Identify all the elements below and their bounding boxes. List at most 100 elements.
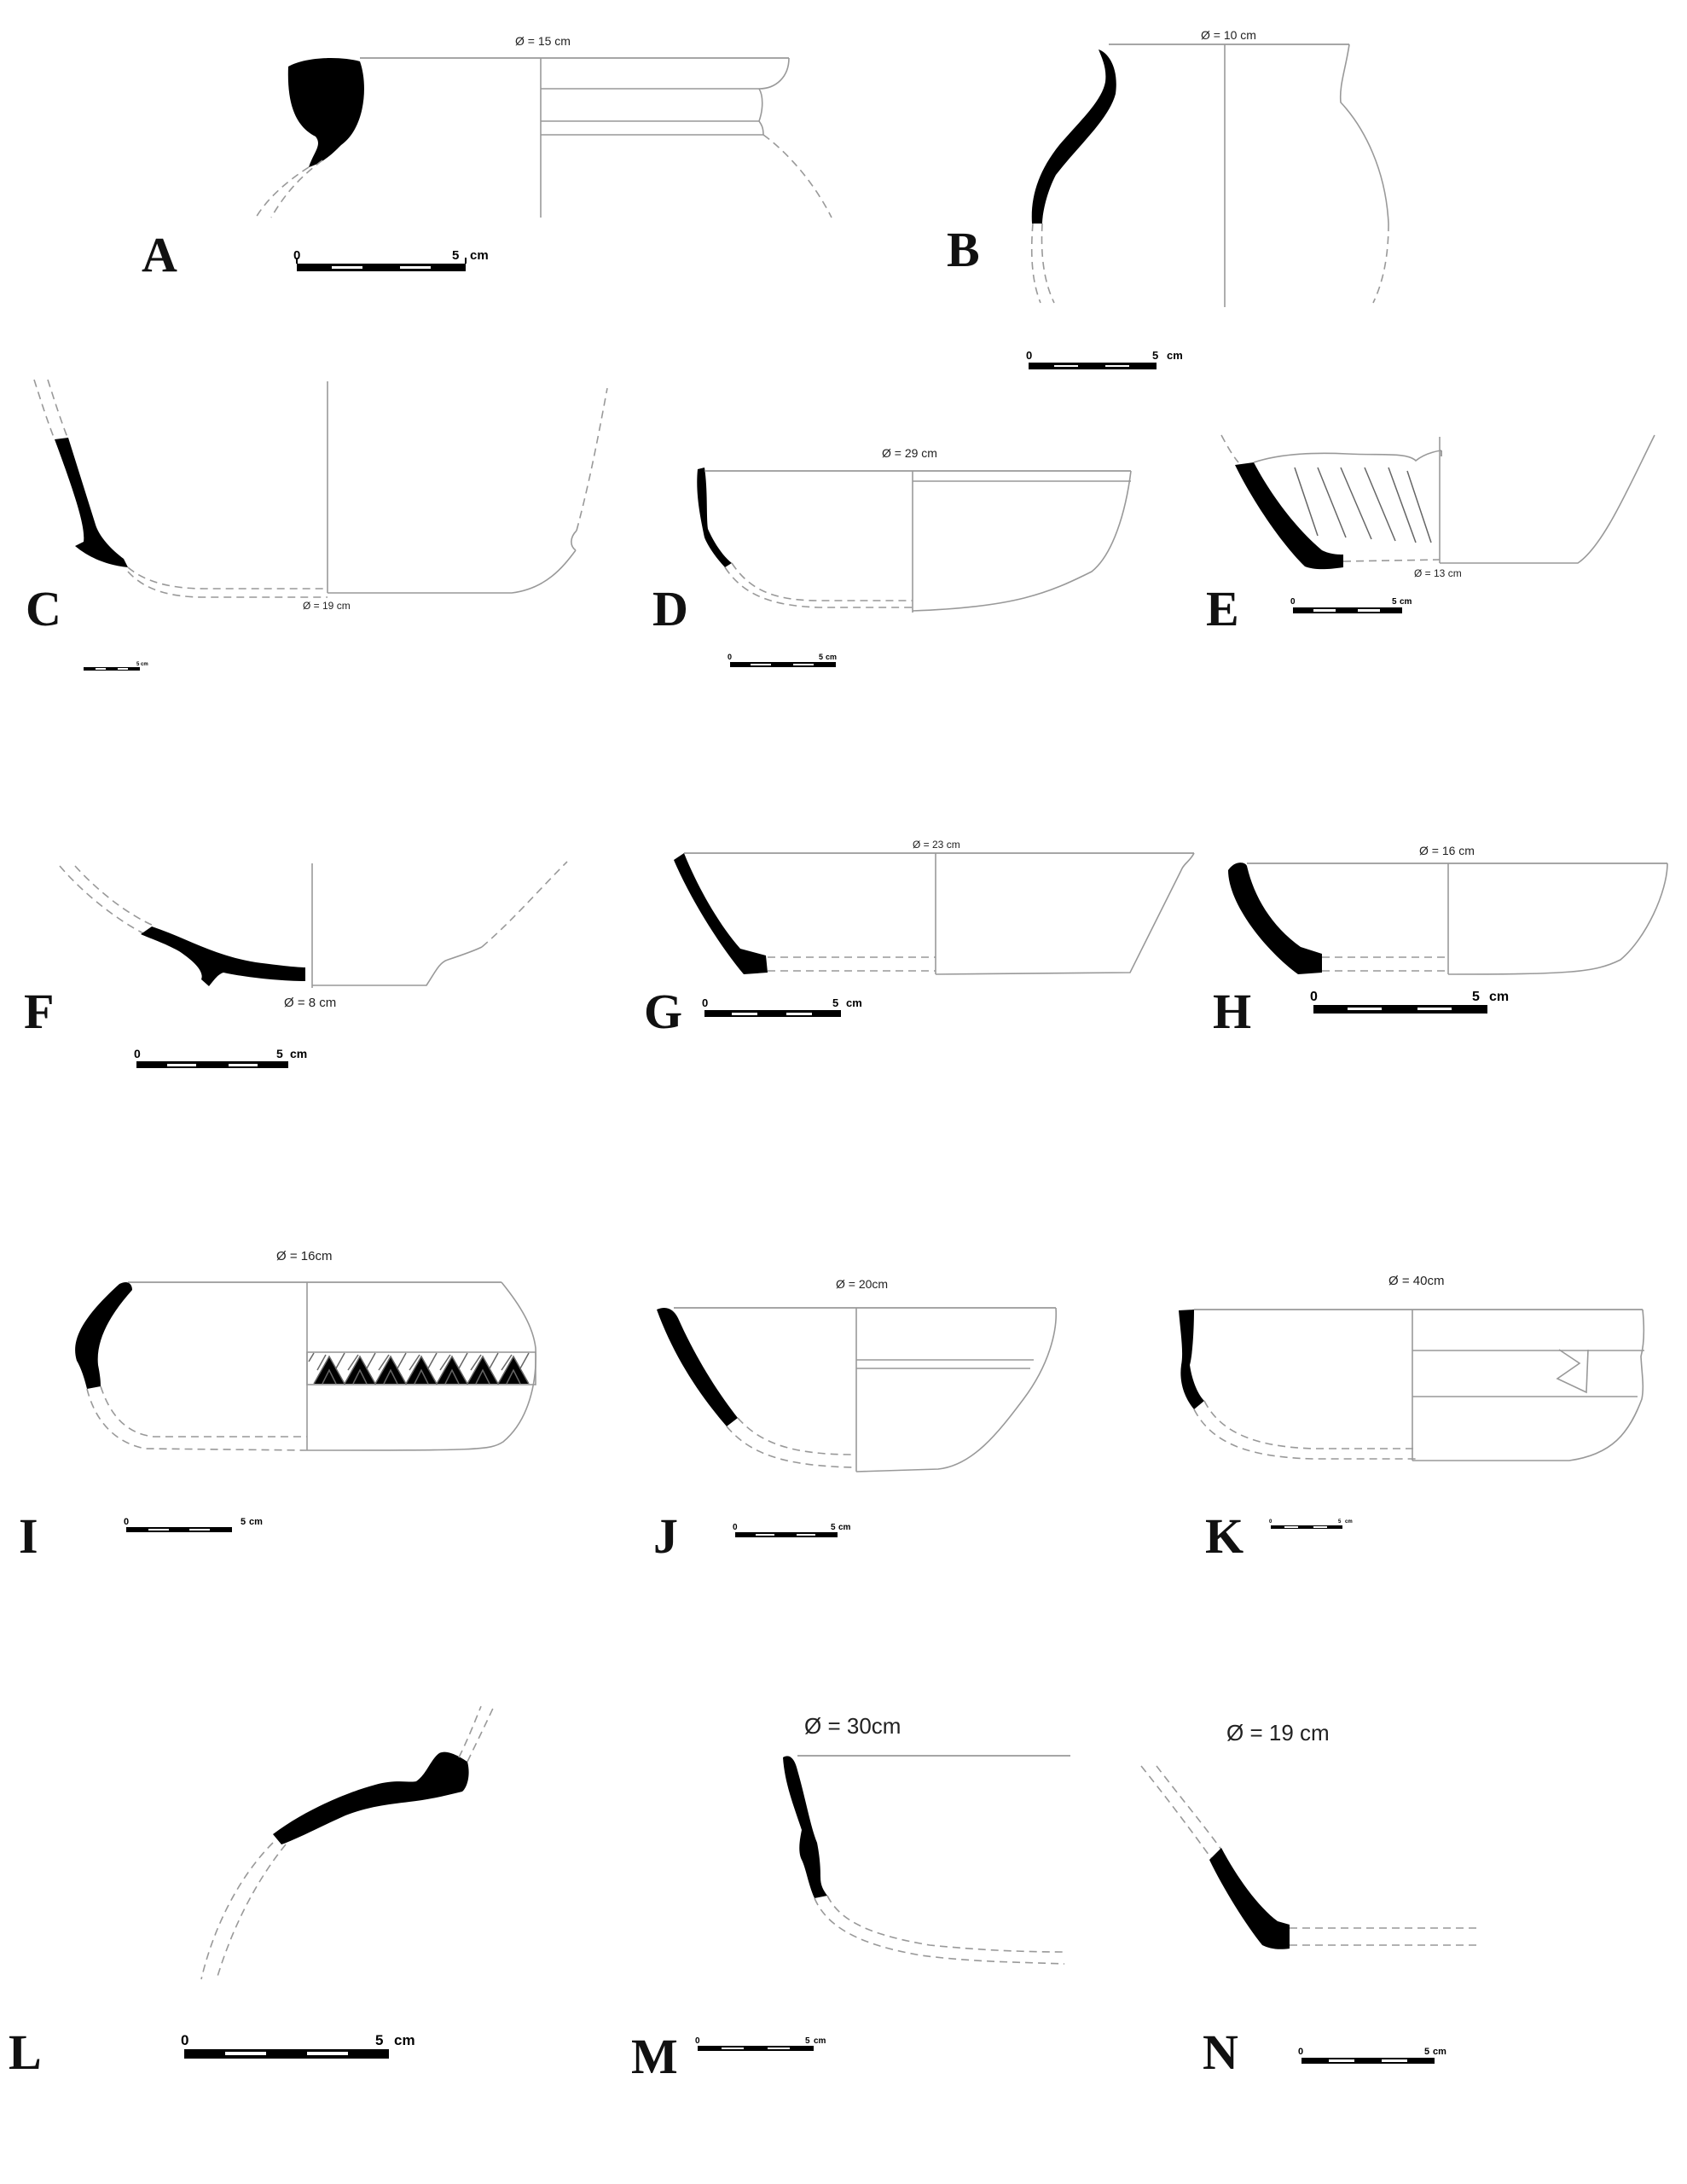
vessel-e-label: E — [1206, 581, 1239, 636]
svg-text:cm: cm — [470, 248, 489, 263]
incised-mark — [1556, 1349, 1589, 1394]
svg-text:5: 5 — [1338, 1519, 1342, 1525]
vessel-i-section — [75, 1281, 132, 1389]
vessel-i: Ø = 16cm I 0 5 cm — [19, 1249, 537, 1564]
vessel-a-section — [287, 58, 364, 167]
vessel-b-diameter: Ø = 10 cm — [1201, 28, 1256, 42]
vessel-e-section — [1235, 462, 1343, 570]
svg-text:5: 5 — [276, 1047, 283, 1060]
svg-text:0: 0 — [181, 2032, 188, 2048]
svg-text:cm: cm — [1167, 349, 1183, 362]
vessel-d-label: D — [652, 581, 688, 636]
vessel-n-label: N — [1203, 2024, 1238, 2080]
vessel-h-section — [1228, 863, 1322, 974]
vessel-a-label: A — [142, 227, 177, 282]
vessel-h-diameter: Ø = 16 cm — [1419, 844, 1475, 857]
scale-bar-c: 5 cm — [84, 662, 148, 671]
vessel-e-diameter: Ø = 13 cm — [1414, 567, 1462, 579]
vessel-d-diameter: Ø = 29 cm — [882, 446, 937, 460]
vessel-g-label: G — [644, 984, 682, 1039]
vessel-f-section — [141, 926, 305, 986]
svg-text:5: 5 — [819, 653, 823, 661]
svg-text:cm: cm — [1433, 2047, 1446, 2057]
vessel-b: Ø = 10 cm B 0 5 cm — [947, 28, 1389, 369]
vessel-a: Ø = 15 cm A 0 5 cm — [142, 34, 832, 282]
svg-text:cm: cm — [1489, 990, 1509, 1004]
svg-text:0: 0 — [695, 2036, 700, 2046]
scale-bar-g: 0 5 cm — [702, 996, 862, 1017]
svg-text:0: 0 — [702, 996, 708, 1009]
svg-text:0: 0 — [1026, 349, 1032, 362]
vessel-g-section — [674, 853, 768, 974]
svg-text:5: 5 — [1472, 990, 1480, 1004]
svg-text:cm: cm — [141, 662, 148, 667]
vessel-g-diameter: Ø = 23 cm — [913, 839, 960, 851]
svg-text:5: 5 — [241, 1517, 246, 1527]
svg-text:cm: cm — [394, 2032, 415, 2048]
vessel-b-section — [1031, 49, 1116, 224]
vessel-k: Ø = 40cm K 0 5 cm — [1179, 1274, 1645, 1564]
svg-text:0: 0 — [733, 1523, 738, 1532]
svg-text:5: 5 — [832, 996, 838, 1009]
chevron-band — [308, 1352, 530, 1385]
svg-text:5: 5 — [1424, 2047, 1429, 2057]
vessel-m-diameter: Ø = 30cm — [804, 1713, 901, 1739]
vessel-m: Ø = 30cm M 0 5 cm — [631, 1713, 1070, 2084]
svg-text:0: 0 — [1290, 597, 1296, 607]
vessel-l-label: L — [9, 2024, 42, 2080]
scale-bar-h: 0 5 cm — [1310, 990, 1509, 1014]
svg-text:cm: cm — [838, 1523, 851, 1532]
vessel-f-diameter: Ø = 8 cm — [284, 996, 336, 1010]
svg-text:5: 5 — [1152, 349, 1158, 362]
svg-text:0: 0 — [134, 1047, 141, 1060]
vessel-m-section — [783, 1756, 827, 1898]
vessel-k-diameter: Ø = 40cm — [1388, 1274, 1444, 1288]
scale-bar-l: 0 5 cm — [181, 2032, 415, 2059]
vessel-c-section — [55, 438, 128, 567]
vessel-h: Ø = 16 cm H 0 5 cm — [1213, 844, 1668, 1039]
vessel-k-section — [1179, 1310, 1204, 1409]
vessel-c-diameter: Ø = 19 cm — [303, 600, 351, 612]
vessel-n-diameter: Ø = 19 cm — [1226, 1720, 1330, 1745]
vessel-d-section — [697, 468, 732, 567]
vessel-e: Ø = 13 cm E 0 5 cm — [1206, 434, 1655, 636]
svg-text:0: 0 — [1298, 2047, 1303, 2057]
vessel-g: Ø = 23 cm G 0 5 cm — [644, 839, 1195, 1039]
scale-bar-e: 0 5 cm — [1290, 597, 1412, 613]
scale-bar-a: 0 5 cm — [293, 248, 489, 271]
svg-text:5: 5 — [805, 2036, 810, 2046]
svg-text:cm: cm — [846, 996, 862, 1009]
svg-text:5: 5 — [1392, 597, 1397, 607]
vessel-n-section — [1209, 1848, 1290, 1949]
svg-text:5: 5 — [831, 1523, 836, 1532]
svg-text:cm: cm — [814, 2036, 826, 2046]
svg-text:cm: cm — [1345, 1519, 1353, 1525]
svg-text:0: 0 — [728, 653, 732, 661]
svg-text:cm: cm — [290, 1047, 307, 1060]
vessel-j-diameter: Ø = 20cm — [836, 1277, 888, 1291]
vessel-l: L 0 5 cm — [9, 1704, 496, 2080]
vessel-j: Ø = 20cm J 0 5 cm — [653, 1277, 1058, 1564]
svg-text:0: 0 — [293, 248, 300, 263]
scale-bar-f: 0 5 cm — [134, 1047, 307, 1068]
vessel-k-label: K — [1205, 1508, 1244, 1564]
svg-text:5: 5 — [375, 2032, 383, 2048]
vessel-l-section — [273, 1751, 469, 1844]
vessel-j-section — [657, 1308, 738, 1426]
svg-text:0: 0 — [124, 1517, 129, 1527]
vessel-c: Ø = 19 cm C 5 cm — [26, 379, 608, 671]
vessel-j-label: J — [653, 1508, 678, 1564]
svg-text:5: 5 — [452, 248, 459, 263]
svg-text:cm: cm — [249, 1517, 263, 1527]
svg-text:0: 0 — [1269, 1519, 1272, 1525]
vessel-h-label: H — [1213, 984, 1251, 1039]
vessel-i-diameter: Ø = 16cm — [276, 1249, 332, 1263]
svg-text:0: 0 — [1310, 990, 1318, 1004]
scale-bar-b: 0 5 cm — [1026, 349, 1183, 369]
svg-text:5: 5 — [136, 662, 140, 667]
vessel-f: Ø = 8 cm F 0 5 cm — [24, 861, 568, 1068]
vessel-n: Ø = 19 cm N 0 5 cm — [1140, 1720, 1480, 2080]
vessel-b-label: B — [947, 222, 980, 277]
scale-bar-k: 0 5 cm — [1269, 1519, 1353, 1529]
